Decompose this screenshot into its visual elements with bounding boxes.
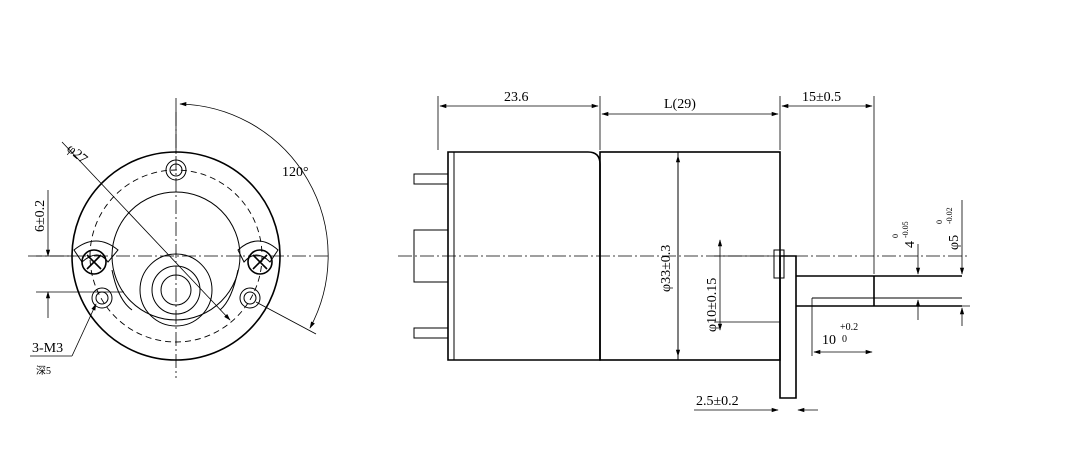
body-diameter-label: φ33±0.3 [659,245,674,292]
shaft-diameter-label: φ5 [947,235,962,250]
flat-depth-tol-lower: -0.05 [901,221,910,238]
front-boss [779,255,797,399]
holes-depth-label: 深5 [36,365,51,377]
lower-right-arc [219,269,239,311]
terminal-bottom [413,327,449,339]
body-length-label: 23.6 [504,90,529,105]
holes-label: 3-M3 [32,341,63,356]
boss-height-label: 2.5±0.2 [696,394,739,409]
flat-depth-label: 4 [903,241,918,248]
rear-bushing [413,229,449,283]
flat-length-label: 10 [822,333,836,348]
diameter-leader [61,141,231,321]
right-screw [247,249,273,275]
shaft-diameter-tol-upper: 0 [935,220,944,224]
angle-label: 120° [282,165,309,180]
offset-label: 6±0.2 [33,200,48,232]
boss-collar [773,249,785,279]
gearbox-length-label: L(29) [664,97,696,112]
boss-diameter-label: φ10±0.15 [705,278,720,332]
right-mounting-hole [239,287,261,309]
flat-depth-tol-upper: 0 [891,234,900,238]
left-screw [81,249,107,275]
flat-length-tol-lower: 0 [842,334,847,345]
left-crescent [73,240,119,263]
front-view: φ27 120° 6±0.2 3-M3 深5 [28,98,330,378]
holes-leader-diagonal [71,303,97,357]
terminal-top [413,173,449,185]
flat-length-tol-upper: +0.2 [840,322,858,333]
shaft-length-label: 15±0.5 [802,90,841,105]
angle-ray-lower [255,301,317,335]
left-mounting-hole [91,287,113,309]
lower-left-arc [111,269,133,311]
side-view: 23.6 L(29) 15±0.5 φ33±0.3 φ10±0.15 2.5±0… [398,90,970,413]
shaft-diameter-tol-lower: -0.02 [945,207,954,224]
angle-arc [179,102,329,329]
diameter-label: φ27 [63,142,90,168]
